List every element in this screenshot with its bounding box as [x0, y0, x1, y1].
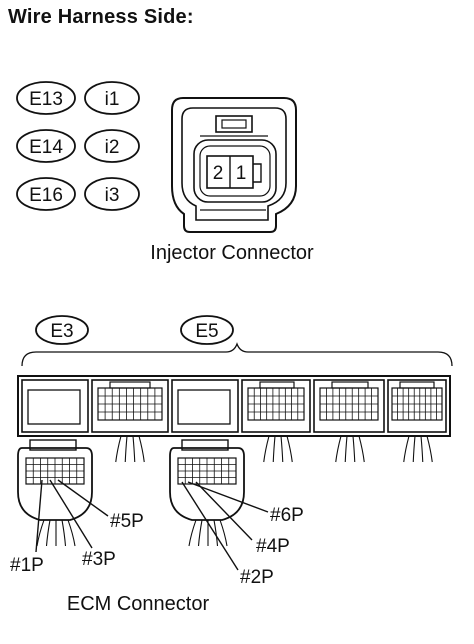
wire: [286, 435, 293, 463]
wire: [403, 435, 410, 463]
wire: [197, 519, 203, 547]
wire: [45, 519, 51, 547]
block-notch: [331, 381, 369, 389]
code-oval-e16: E16: [16, 177, 76, 211]
wire: [352, 435, 356, 463]
wire: [115, 435, 122, 463]
wire: [420, 435, 424, 463]
wire: [335, 435, 342, 463]
wire: [272, 435, 276, 463]
ecm-connector-caption: ECM Connector: [67, 593, 210, 615]
pin-label-3p: #3P: [82, 549, 116, 570]
svg-text:E5: E5: [195, 321, 218, 342]
wire: [61, 519, 67, 547]
ecm-plug-pin-grids: [25, 457, 237, 485]
block-notch: [109, 381, 151, 389]
pin-leader-lines: [35, 479, 269, 571]
pin-grid: [25, 457, 85, 485]
wire: [280, 435, 284, 463]
code-oval-e3: E3: [35, 315, 89, 345]
block-notch: [399, 381, 435, 389]
wire: [344, 435, 348, 463]
pin-label-4p: #4P: [256, 536, 290, 557]
svg-text:E3: E3: [50, 321, 73, 342]
injector-pin-1: 1: [236, 163, 247, 184]
pin-grid: [177, 457, 237, 485]
svg-text:i3: i3: [105, 185, 120, 206]
code-oval-e14: E14: [16, 129, 76, 163]
ecm-connector-body: [17, 375, 451, 437]
pin-label-5p: #5P: [110, 511, 144, 532]
pin-grid: [319, 387, 379, 421]
code-oval-i2: i2: [84, 129, 140, 163]
injector-connector-caption: Injector Connector: [150, 242, 314, 264]
wire: [219, 519, 228, 547]
wire: [358, 435, 365, 463]
svg-text:E13: E13: [29, 89, 63, 110]
ecm-plug-e3: [17, 439, 93, 521]
svg-text:E14: E14: [29, 137, 63, 158]
block-notch: [259, 381, 295, 389]
pin-label-2p: #2P: [240, 567, 274, 588]
wire: [263, 435, 270, 463]
pin-grid: [247, 387, 305, 421]
svg-text:i2: i2: [105, 137, 120, 158]
wire: [132, 435, 136, 463]
wire: [67, 519, 76, 547]
wire: [426, 435, 433, 463]
wire: [213, 519, 219, 547]
wire: [188, 519, 197, 547]
wire: [124, 435, 128, 463]
code-oval-i1: i1: [84, 81, 140, 115]
page-title: Wire Harness Side:: [8, 6, 194, 28]
wire: [138, 435, 145, 463]
injector-connector: [171, 97, 297, 233]
svg-text:i1: i1: [105, 89, 120, 110]
ecm-plug-e5: [169, 439, 245, 521]
code-oval-i3: i3: [84, 177, 140, 211]
wire: [412, 435, 416, 463]
pin-label-6p: #6P: [270, 505, 304, 526]
pin-label-1p: #1P: [10, 555, 44, 576]
injector-pin-2: 2: [213, 163, 224, 184]
ecm-wire-bundles: [36, 435, 433, 547]
svg-text:E16: E16: [29, 185, 63, 206]
code-oval-e5: E5: [180, 315, 234, 345]
ecm-pin-grids: [97, 381, 443, 421]
code-oval-e13: E13: [16, 81, 76, 115]
pin-grid: [391, 387, 443, 421]
ecm-bracket: [21, 342, 453, 367]
pin-grid: [97, 387, 163, 421]
